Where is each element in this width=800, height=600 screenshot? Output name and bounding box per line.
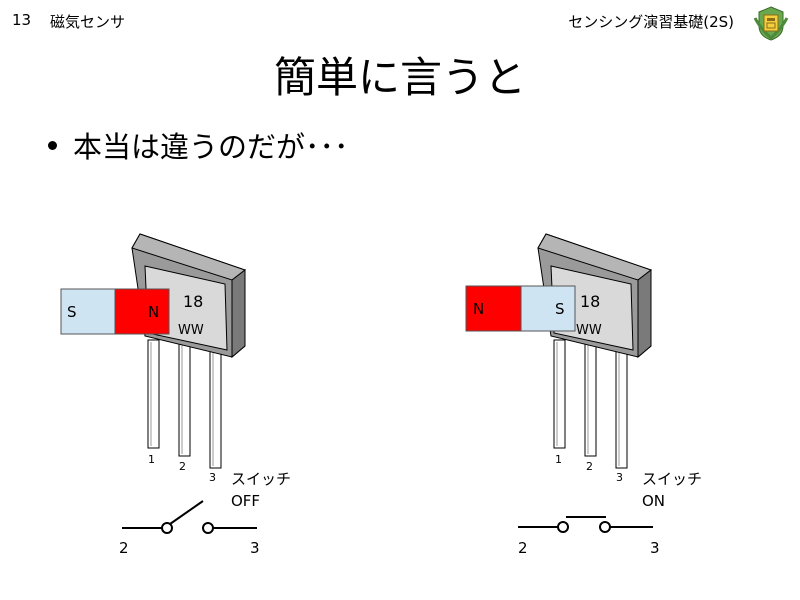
magnet-left-label: N [473,300,484,318]
pin-label-2: 2 [179,460,186,473]
pin-1 [553,339,566,449]
right-sensor: 18 WW [537,233,653,469]
magnet-right-label: N [148,303,159,321]
switch-symbol-on [518,516,653,533]
switch-label: スイッチ [231,470,291,488]
magnet-right-label: S [555,300,565,318]
bullet-dot [48,140,57,150]
pin-2 [178,339,191,457]
switch-label: スイッチ [642,470,702,488]
pin-label-2: 2 [586,460,593,473]
switch-terminal-left: 2 [518,539,528,557]
switch-symbol-off [122,500,257,534]
course-title: センシング演習基礎(2S) [568,13,734,31]
magnet-left-label: S [67,303,77,321]
left-sensor: 18 WW [131,233,247,469]
switch-terminal-right: 3 [250,539,260,557]
page-number: 13 [12,11,32,29]
switch-terminal-right: 3 [650,539,660,557]
pin-label-1: 1 [555,453,562,466]
left-magnet: S N [60,288,170,335]
magnet-south-pole [520,285,576,332]
switch-state: OFF [231,492,260,510]
pin-1 [147,339,160,449]
switch-state: ON [642,492,665,510]
pin-label-3: 3 [209,471,216,484]
bullet-text: 本当は違うのだが･･･ [73,130,349,164]
magnet-north-pole [465,285,522,332]
switch-terminal-left: 2 [119,539,129,557]
pin-label-1: 1 [148,453,155,466]
magnet-north-pole [114,288,170,335]
school-emblem-icon [753,6,789,41]
pin-label-3: 3 [616,471,623,484]
slide-title: 簡単に言うと [273,53,526,102]
pin-3 [615,344,628,469]
sensor-marking-2: WW [576,323,602,338]
pin-2 [584,339,597,457]
sensor-marking-1: 18 [183,292,203,311]
sensor-marking-1: 18 [580,292,600,311]
pin-3 [209,344,222,469]
right-magnet: N S [465,285,576,332]
bullet-item: 本当は違うのだが･･･ [48,124,349,166]
sensor-marking-2: WW [178,323,204,338]
page-topic: 磁気センサ [50,13,126,31]
